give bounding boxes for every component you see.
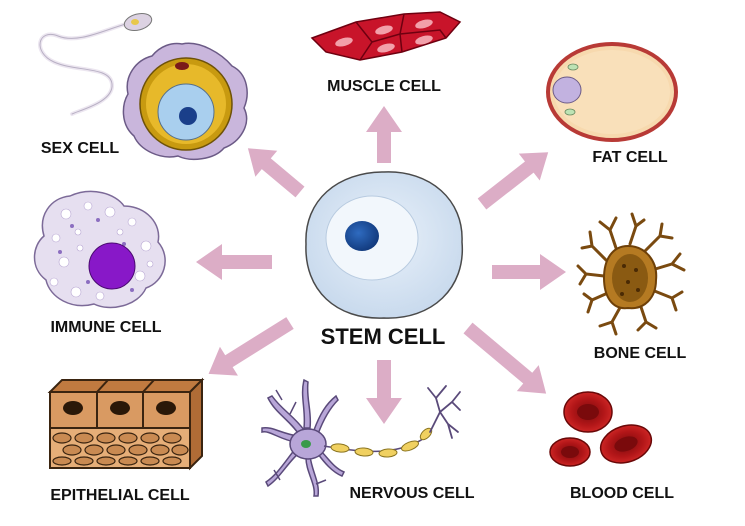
fat-cell-label: FAT CELL [592,149,667,166]
arrow-to-nervous [366,360,402,424]
immune-cell [33,190,166,309]
arrow-to-sex [247,148,305,198]
immune-cell-label: IMMUNE CELL [50,319,161,336]
sex-cell-label: SEX CELL [41,140,119,157]
stem-cell [305,171,463,319]
epithelial-cell-label: EPITHELIAL CELL [50,487,189,504]
arrow-to-bone [492,254,566,290]
stem-cell-label: STEM CELL [321,324,446,349]
muscle-cell-label: MUSCLE CELL [327,78,441,95]
sex-cell [38,12,248,161]
stem-cell-nucleus [345,221,379,251]
nervous-cell-label: NERVOUS CELL [349,485,474,502]
fat-cell [546,42,678,142]
blood-cell [549,391,653,467]
bone-cell-label: BONE CELL [594,345,687,362]
blood-cell-label: BLOOD CELL [570,485,674,502]
epithelial-cell [47,377,205,471]
arrows [196,106,566,424]
nervous-cell [261,378,461,497]
muscle-cell [310,11,462,61]
arrow-to-muscle [366,106,402,163]
arrow-to-immune [196,244,272,280]
bone-cell [576,212,686,336]
immune-cell-nucleus [88,242,136,290]
arrow-to-blood [463,322,547,394]
arrow-to-epithelial [208,317,294,376]
arrow-to-fat [477,152,549,210]
